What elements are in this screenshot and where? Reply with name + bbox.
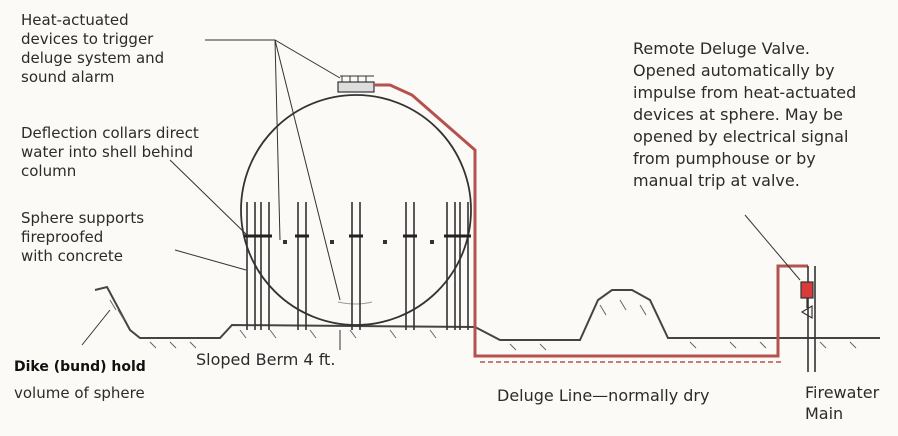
leader-dike xyxy=(81,309,111,346)
leader-sphere-supports xyxy=(174,249,247,271)
support-column-4 xyxy=(351,202,361,330)
support-column-5 xyxy=(405,202,415,330)
support-column-3 xyxy=(297,202,307,330)
support-column-2 xyxy=(260,202,270,330)
collar-markers xyxy=(283,240,434,244)
support-column-1 xyxy=(246,202,256,330)
label-dike-line1: Dike (bund) hold xyxy=(14,359,146,375)
label-dike-line2: volume of sphere xyxy=(14,384,145,402)
remote-deluge-valve-icon xyxy=(800,281,814,299)
leader-deflection-collars xyxy=(169,159,249,237)
valve-stem xyxy=(800,298,813,320)
ground-hatching xyxy=(109,299,857,351)
label-remote-deluge-valve: Remote Deluge Valve. Opened automaticall… xyxy=(633,39,857,190)
heat-device-rails xyxy=(340,75,374,82)
label-firewater-main: Firewater Main xyxy=(805,383,880,423)
label-sloped-berm: Sloped Berm 4 ft. xyxy=(196,350,336,369)
sphere-shading xyxy=(337,301,373,305)
label-sphere-supports: Sphere supports fireproofed with concret… xyxy=(21,209,145,265)
label-deluge-line: Deluge Line—normally dry xyxy=(497,386,710,405)
support-column-6 xyxy=(446,202,456,330)
leader-remote-valve xyxy=(744,214,801,281)
label-deflection-collars: Deflection collars direct water into she… xyxy=(21,124,199,180)
leader-heat-devices xyxy=(205,39,341,301)
sphere-support-columns xyxy=(246,202,469,330)
heat-device-platform xyxy=(337,81,375,93)
support-column-7 xyxy=(459,202,469,330)
deluge-riser-pipe xyxy=(374,83,808,358)
ground-line xyxy=(94,285,880,341)
label-heat-actuated-devices: Heat-actuated devices to trigger deluge … xyxy=(21,11,165,86)
storage-sphere xyxy=(240,94,472,326)
leader-lines xyxy=(81,39,801,350)
